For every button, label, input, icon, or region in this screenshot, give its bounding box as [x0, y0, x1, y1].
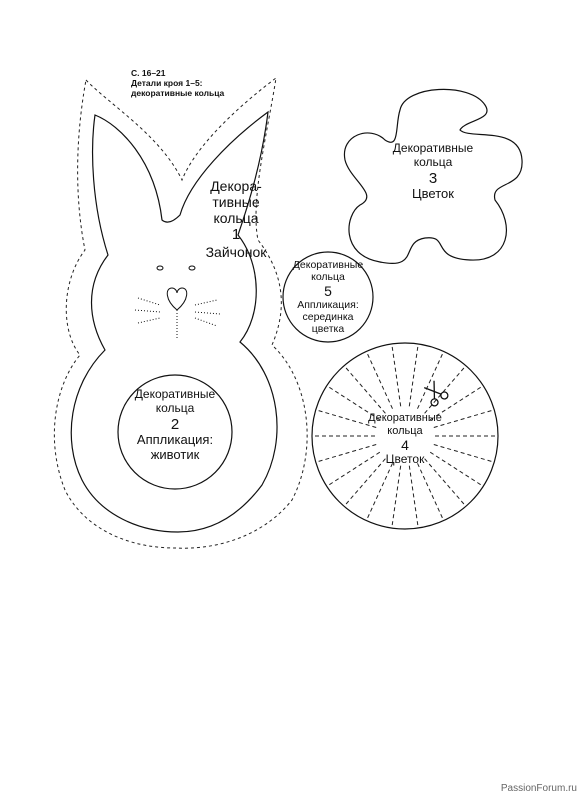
- header-line-1: Детали кроя 1–5:: [131, 77, 203, 88]
- center-number: 5: [324, 283, 332, 300]
- cut-line: [408, 346, 419, 407]
- cut-line: [429, 386, 481, 421]
- flower-label: Декоративные кольца 3 Цветок: [378, 141, 488, 202]
- bunny-outline: [70, 110, 278, 533]
- bunny-seam-outline: [53, 76, 308, 549]
- center-note-1: Аппликация:: [297, 299, 359, 312]
- cut-line: [367, 463, 393, 519]
- belly-note-1: Аппликация:: [136, 431, 214, 447]
- sun-label-line2: кольца: [387, 424, 423, 437]
- belly-circle: [117, 374, 233, 490]
- cut-line: [345, 367, 386, 414]
- flower-label-line2: кольца: [413, 154, 453, 169]
- cut-line: [329, 386, 381, 421]
- cut-line: [433, 410, 492, 428]
- pattern-header: С. 16–21 Детали кроя 1–5: декоративные к…: [131, 68, 225, 98]
- flower-number: 3: [428, 169, 438, 187]
- bunny-name: Зайчонок: [205, 243, 267, 260]
- watermark: PassionForum.ru: [500, 783, 577, 794]
- belly-label: Декоративные кольца 2 Аппликация: животи…: [125, 387, 225, 463]
- cut-line: [318, 444, 377, 462]
- center-label-line2: кольца: [311, 271, 345, 284]
- cut-line: [367, 353, 393, 409]
- sun-name: Цветок: [385, 452, 425, 467]
- center-label-line1: Декоративные: [292, 259, 364, 271]
- cut-line: [391, 346, 402, 407]
- sun-cut-lines: [315, 346, 495, 526]
- bunny-label-line1: Декора-: [210, 178, 262, 194]
- bunny-label: Декора- тивные кольца 1 Зайчонок: [186, 178, 286, 260]
- bunny-left-eye: [156, 265, 164, 271]
- cut-line: [329, 451, 381, 486]
- belly-note-2: животик: [150, 446, 200, 462]
- cut-line: [417, 463, 443, 519]
- sun-circle: [311, 342, 499, 530]
- belly-label-line1: Декоративные: [134, 387, 216, 401]
- flower-label-line1: Декоративные: [392, 141, 474, 155]
- cut-line: [433, 444, 492, 462]
- cut-line: [429, 451, 481, 486]
- center-note-2: серединка: [302, 311, 354, 324]
- flower-outline: [343, 88, 523, 264]
- bunny-nose: [166, 287, 188, 311]
- bunny-right-eye: [188, 265, 196, 271]
- bunny-whiskers: [134, 297, 221, 327]
- sun-label: Декоративные кольца 4 Цветок: [355, 412, 455, 467]
- sun-number: 4: [401, 437, 409, 454]
- cut-line: [391, 465, 402, 526]
- center-label: Декоративные кольца 5 Аппликация: середи…: [288, 259, 368, 335]
- bunny-label-line3: кольца: [213, 210, 259, 227]
- flower-name: Цветок: [412, 185, 454, 201]
- belly-label-line2: кольца: [155, 400, 195, 415]
- page-range: С. 16–21: [131, 68, 166, 78]
- cut-line: [345, 458, 386, 505]
- bunny-label-line2: тивные: [212, 194, 260, 211]
- scissors-icon: [423, 380, 449, 407]
- cut-line: [408, 465, 419, 526]
- sun-label-line1: Декоративные: [368, 412, 442, 424]
- center-note-3: цветка: [311, 323, 345, 336]
- cut-line: [417, 353, 443, 409]
- center-circle: [282, 251, 374, 343]
- cut-line: [424, 367, 465, 414]
- cut-line: [424, 458, 465, 505]
- bunny-number: 1: [231, 226, 241, 244]
- cut-line: [318, 410, 377, 428]
- belly-number: 2: [170, 415, 180, 433]
- header-line-2: декоративные кольца: [131, 87, 225, 98]
